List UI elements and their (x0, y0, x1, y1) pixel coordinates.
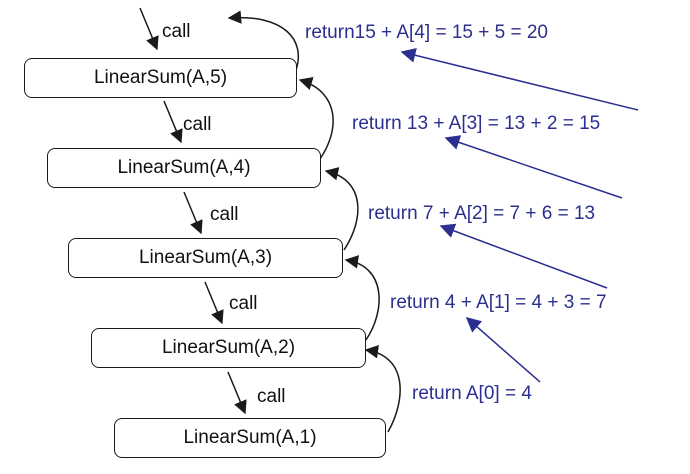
call-box-3: LinearSum(A,3) (68, 238, 343, 278)
return-text-1: return A[0] = 4 (412, 383, 532, 404)
call-box-label: LinearSum(A,4) (117, 157, 251, 178)
return-curve-5 (364, 345, 401, 433)
return-text-3: return 7 + A[2] = 7 + 6 = 13 (368, 203, 596, 224)
call-box-2: LinearSum(A,2) (91, 328, 366, 368)
value-arrow-2 (444, 135, 623, 199)
value-arrow-3 (439, 223, 608, 289)
call-label: call (183, 114, 212, 135)
call-arrow-3 (183, 191, 203, 235)
return-text-2: return 4 + A[1] = 4 + 3 = 7 (390, 292, 607, 313)
value-arrow-1 (400, 47, 639, 111)
return-curve-1 (227, 10, 300, 71)
return-curve-2 (298, 77, 334, 160)
call-arrow-5 (227, 371, 247, 415)
call-box-1: LinearSum(A,1) (114, 418, 386, 458)
call-box-label: LinearSum(A,5) (93, 67, 228, 88)
call-box-4: LinearSum(A,4) (47, 148, 321, 188)
call-box-label: LinearSum(A,1) (183, 427, 317, 448)
value-arrow-4 (465, 317, 541, 383)
call-label: call (257, 386, 286, 407)
call-box-label: LinearSum(A,2) (161, 337, 296, 358)
call-box-label: LinearSum(A,3) (138, 247, 273, 268)
return-text-4: return 13 + A[3] = 13 + 2 = 15 (352, 113, 601, 134)
call-box-5: LinearSum(A,5) (24, 58, 297, 98)
return-curve-3 (324, 167, 359, 251)
call-label: call (162, 21, 191, 42)
return-text-5: return15 + A[4] = 15 + 5 = 20 (305, 22, 548, 43)
call-arrow-4 (204, 281, 224, 325)
call-label: call (229, 293, 258, 314)
call-arrow-2 (163, 100, 183, 144)
return-curve-4 (344, 255, 380, 341)
call-label: call (210, 204, 239, 225)
call-arrow-1 (139, 7, 159, 51)
